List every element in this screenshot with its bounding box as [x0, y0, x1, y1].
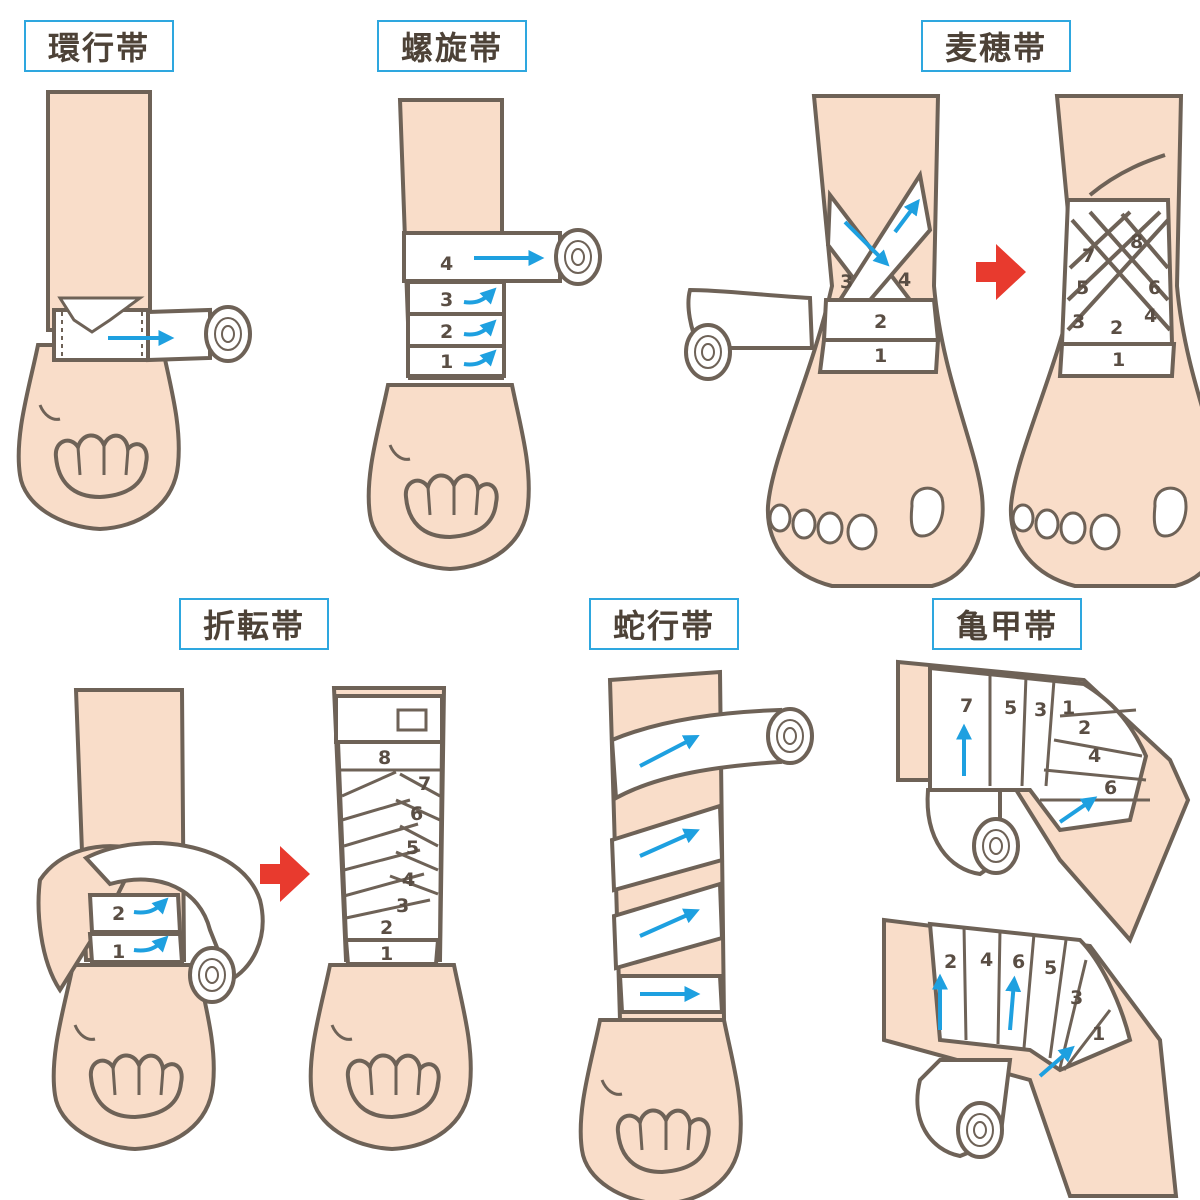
turn-number: 2	[440, 321, 453, 343]
turn-number: 1	[874, 345, 887, 367]
turn-number: 1	[1092, 1023, 1105, 1045]
panel-kikkou-top: 7 5 3 1 2 4 6	[896, 659, 1191, 944]
turn-number: 2	[1110, 317, 1123, 339]
turn-number: 5	[1076, 277, 1089, 299]
turn-number: 4	[1144, 305, 1157, 327]
turn-number: 4	[402, 869, 415, 891]
title-kikkou: 亀甲帯	[932, 598, 1082, 650]
turn-number: 4	[440, 253, 453, 275]
turn-number: 1	[440, 351, 453, 373]
turn-number: 5	[406, 837, 419, 859]
turn-number: 3	[396, 895, 409, 917]
panel-dakou	[578, 669, 814, 1200]
title-rasen: 螺旋帯	[377, 20, 527, 72]
turn-number: 6	[1012, 951, 1025, 973]
title-kanko: 環行帯	[24, 20, 174, 72]
turn-number: 3	[1072, 311, 1085, 333]
turn-number: 2	[112, 903, 125, 925]
turn-number: 8	[378, 747, 391, 769]
turn-number: 2	[944, 951, 957, 973]
turn-number: 1	[1062, 697, 1075, 719]
turn-number: 1	[1112, 349, 1125, 371]
turn-number: 2	[380, 917, 393, 939]
turn-number: 7	[1082, 245, 1095, 267]
turn-number: 1	[112, 941, 125, 963]
title-setten: 折転帯	[179, 598, 329, 650]
turn-number: 4	[980, 949, 993, 971]
panel-bakusui: 3 4 2 1 7 8 5 6 3 2 4 1	[684, 94, 1200, 588]
title-dakou: 蛇行帯	[589, 598, 739, 650]
turn-number: 6	[1148, 277, 1161, 299]
panel-rasen: 4 3 2 1	[366, 98, 602, 571]
panel-setten: 2 1 8 7 6 5 4 3 2 1	[36, 686, 473, 1151]
panel-kanko	[16, 90, 252, 531]
turn-number: 8	[1130, 231, 1143, 253]
title-bakusui: 麦穂帯	[921, 20, 1071, 72]
turn-number: 7	[960, 695, 973, 717]
panel-kikkou-bottom: 2 4 6 5 3 1	[882, 917, 1179, 1198]
turn-number: 1	[380, 943, 393, 965]
turn-number: 3	[1070, 987, 1083, 1009]
turn-number: 6	[1104, 777, 1117, 799]
turn-number: 3	[1034, 699, 1047, 721]
turn-number: 2	[1078, 717, 1091, 739]
turn-number: 4	[1088, 745, 1101, 767]
turn-number: 5	[1044, 957, 1057, 979]
arrow-red	[976, 244, 1026, 300]
arrow-red	[260, 846, 310, 902]
turn-number: 6	[410, 803, 423, 825]
turn-number: 4	[898, 269, 911, 291]
turn-number: 2	[874, 311, 887, 333]
turn-number: 3	[440, 289, 453, 311]
turn-number: 7	[418, 773, 431, 795]
turn-number: 3	[840, 271, 853, 293]
turn-number: 5	[1004, 697, 1017, 719]
